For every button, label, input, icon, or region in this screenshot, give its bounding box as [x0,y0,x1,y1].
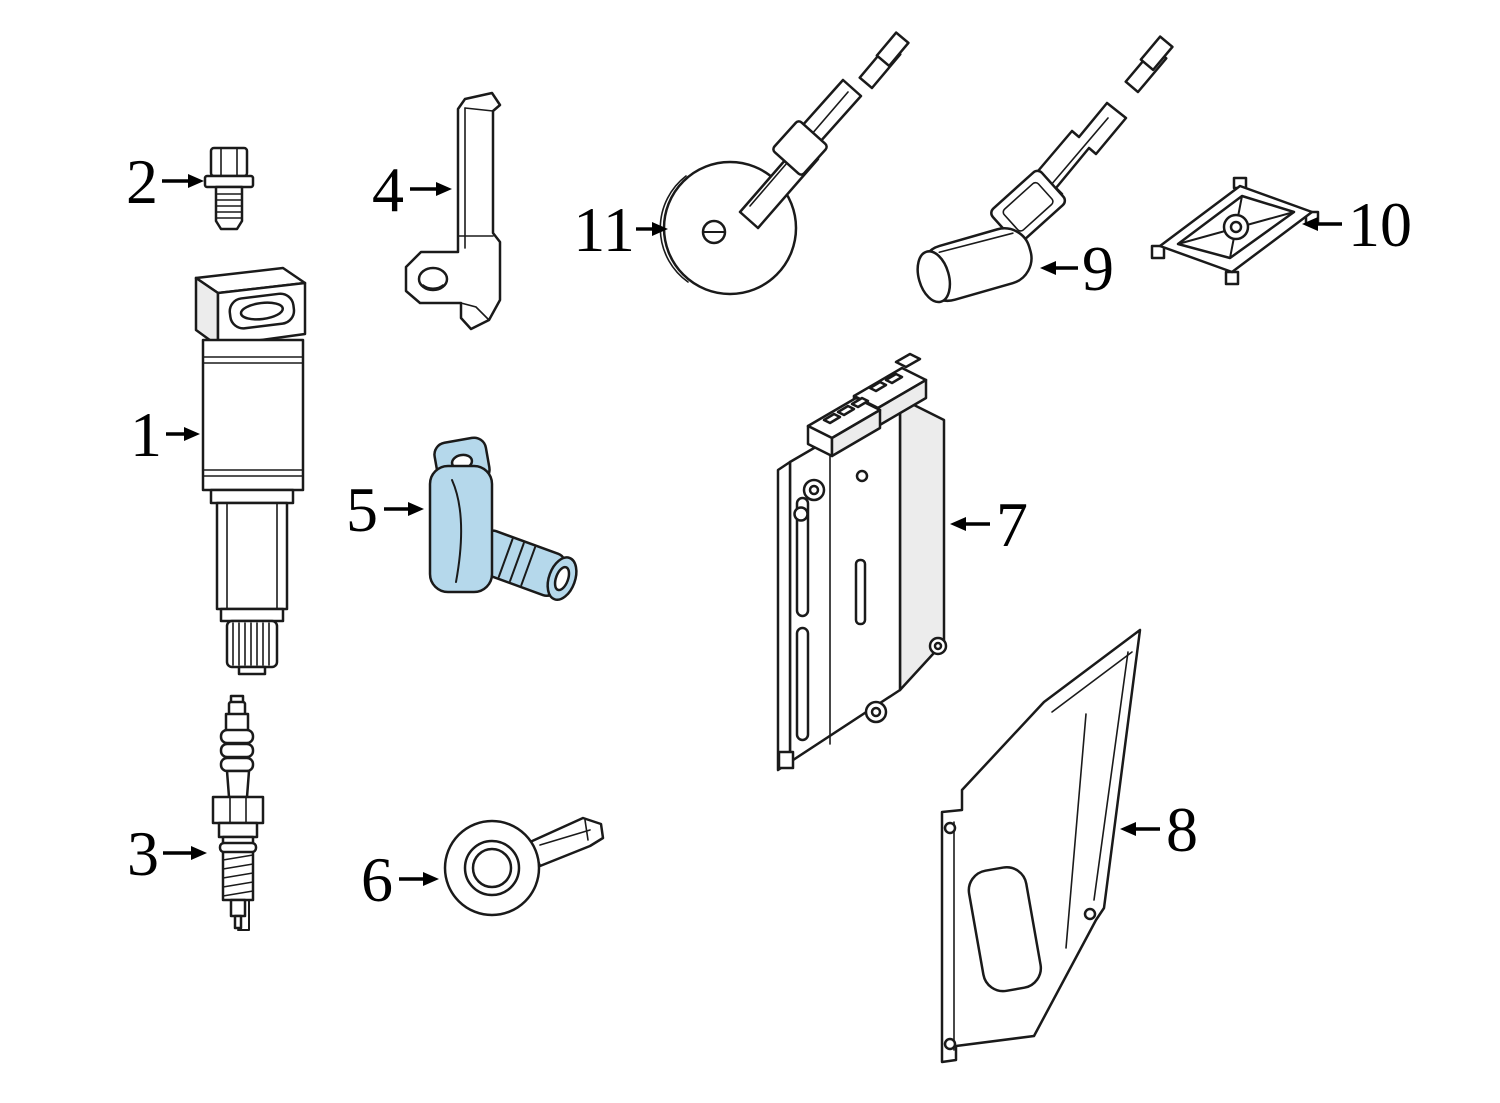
part-1-ignition-coil[interactable] [194,266,307,676]
part-9-sensor-with-bracket[interactable] [912,35,1174,308]
callout-number: 9 [1082,233,1114,304]
callout-5[interactable]: 5 [346,474,424,545]
callout-11[interactable]: 11 [573,194,668,265]
callout-number: 3 [127,818,159,889]
callout-number: 11 [573,194,635,265]
sensor-barrel [473,529,578,601]
callout-number: 4 [372,154,404,225]
callout-2[interactable]: 2 [126,146,204,217]
sensor-head [916,227,1033,304]
part-6-knock-sensor[interactable] [443,816,605,917]
callout-number: 6 [361,844,393,915]
callout-number: 5 [346,474,378,545]
callout-number: 10 [1348,189,1412,260]
callout-10[interactable]: 10 [1302,189,1412,260]
part-2-coil-mounting-bolt[interactable] [203,146,255,231]
callout-number: 2 [126,146,158,217]
callout-3[interactable]: 3 [127,818,207,889]
callout-4[interactable]: 4 [372,154,452,225]
callout-8[interactable]: 8 [1120,794,1198,865]
part-8-control-module-cover-plate[interactable] [940,628,1142,1064]
callout-number: 1 [130,399,162,470]
callout-1[interactable]: 1 [130,399,200,470]
callout-number: 8 [1166,794,1198,865]
part-7-engine-control-module[interactable] [776,352,948,772]
part-4-sensor-mounting-bracket[interactable] [404,91,502,331]
part-5-camshaft-position-sensor[interactable] [428,436,582,604]
callout-7[interactable]: 7 [950,489,1028,560]
part-10-retainer-frame[interactable] [1150,176,1320,286]
part-3-spark-plug[interactable] [211,694,265,931]
callout-9[interactable]: 9 [1040,233,1114,304]
callout-6[interactable]: 6 [361,844,439,915]
callout-number: 7 [996,489,1028,560]
part-11-round-sensor-with-bracket[interactable] [659,31,910,296]
